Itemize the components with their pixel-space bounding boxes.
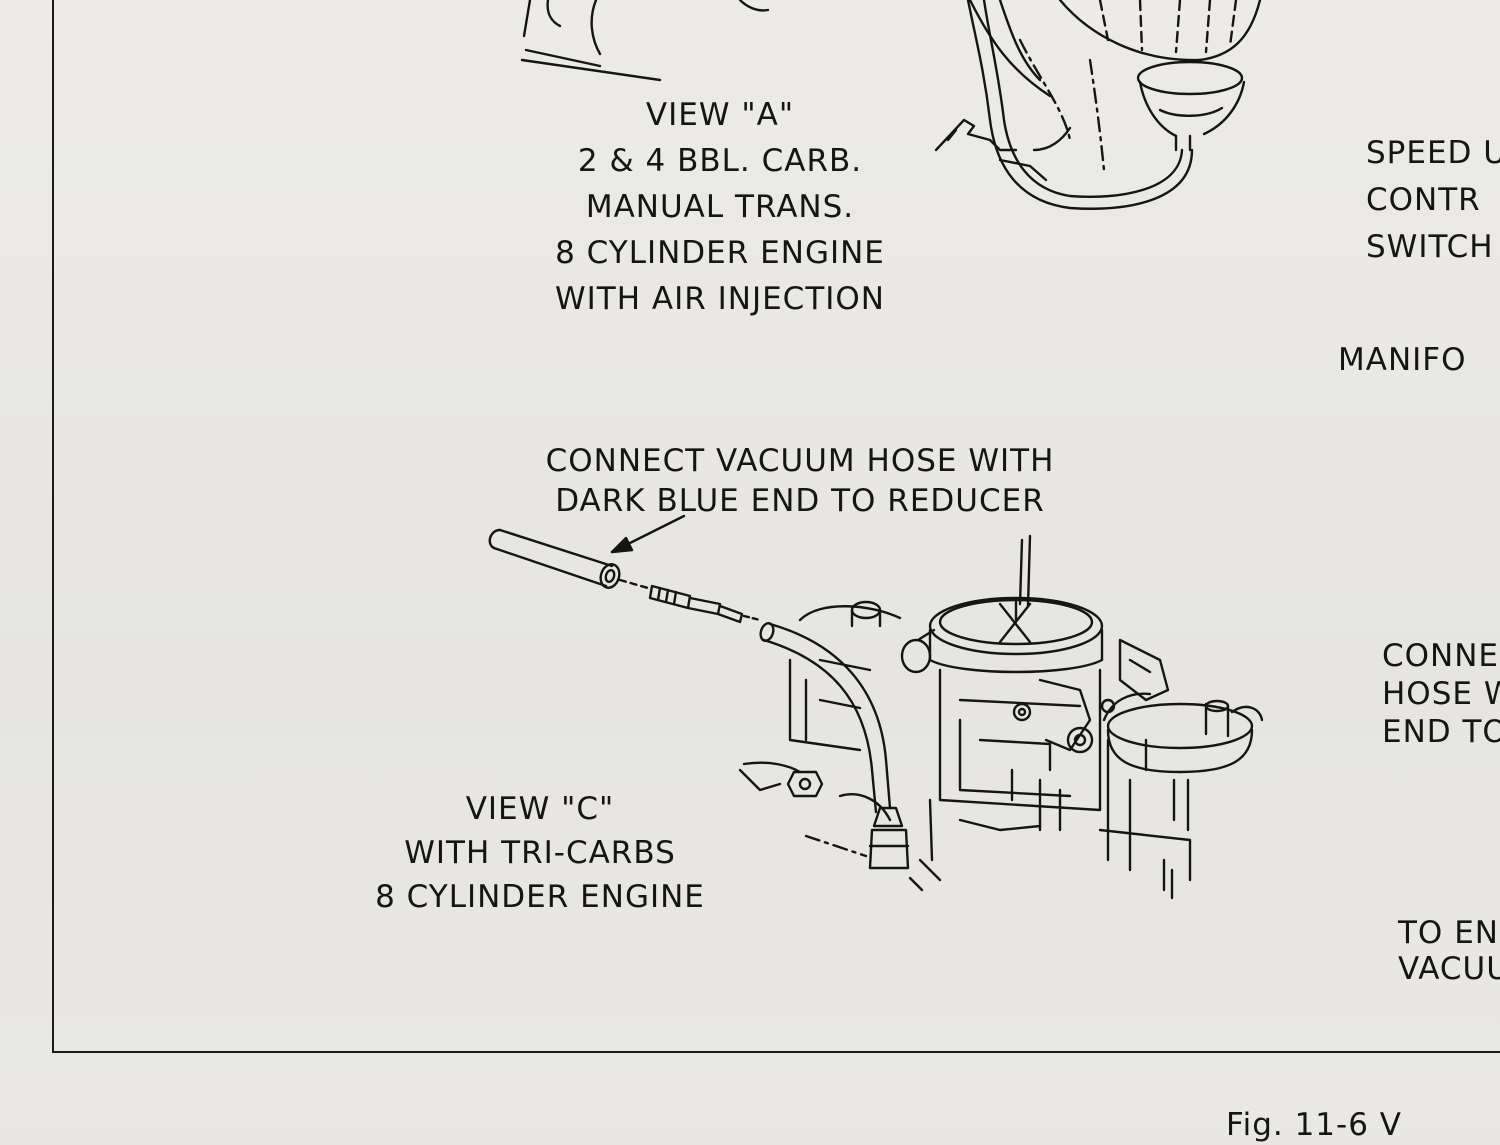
figure-border <box>52 0 1500 1053</box>
view-a-line-2: 2 & 4 BBL. CARB. <box>577 143 863 179</box>
view-c-line-3: 8 CYLINDER ENGINE <box>375 879 705 915</box>
right-col-3-line-1: TO EN <box>1398 915 1499 951</box>
view-c-line-1: VIEW "C" <box>465 791 615 827</box>
right-col-1-line-2: CONTR <box>1366 182 1481 218</box>
figure-caption: Fig. 11-6 V <box>1226 1107 1402 1143</box>
speed-control-switch-label: SPEED U CONTR SWITCH <box>1366 130 1500 271</box>
right-col-3-line-2: VACUU <box>1398 951 1500 987</box>
view-a-line-4: 8 CYLINDER ENGINE <box>555 235 885 271</box>
view-a-manifold-sketch <box>520 0 770 82</box>
connect-note-line-2: DARK BLUE END TO REDUCER <box>555 483 1045 519</box>
manifold-label: MANIFO <box>1338 342 1467 378</box>
view-a-line-1: VIEW "A" <box>645 97 795 133</box>
view-a-line-5: WITH AIR INJECTION <box>554 281 885 317</box>
view-c-label: VIEW "C" WITH TRI-CARBS 8 CYLINDER ENGIN… <box>340 787 740 919</box>
right-col-2-line-1: CONNE <box>1382 638 1500 674</box>
view-a-line-3: MANUAL TRANS. <box>585 189 855 225</box>
view-a-canister-sketch <box>934 0 1262 210</box>
right-col-1-line-1: SPEED U <box>1366 135 1500 171</box>
right-col-2-line-3: END TO <box>1382 714 1500 750</box>
view-a-label: VIEW "A" 2 & 4 BBL. CARB. MANUAL TRANS. … <box>500 92 940 322</box>
vacuum-hose-assembly <box>488 514 924 892</box>
view-c-line-2: WITH TRI-CARBS <box>404 835 676 871</box>
connect-note-line-1: CONNECT VACUUM HOSE WITH <box>545 443 1055 479</box>
tri-carb-sketch <box>738 534 1264 900</box>
right-col-2-line-2: HOSE W <box>1382 676 1500 712</box>
engine-vacuum-label: TO EN VACUU <box>1398 915 1500 987</box>
connect-hose-right-label: CONNE HOSE W END TO <box>1382 637 1500 751</box>
right-col-1-line-3: SWITCH <box>1366 229 1494 265</box>
connect-hose-callout: CONNECT VACUUM HOSE WITH DARK BLUE END T… <box>520 441 1080 521</box>
